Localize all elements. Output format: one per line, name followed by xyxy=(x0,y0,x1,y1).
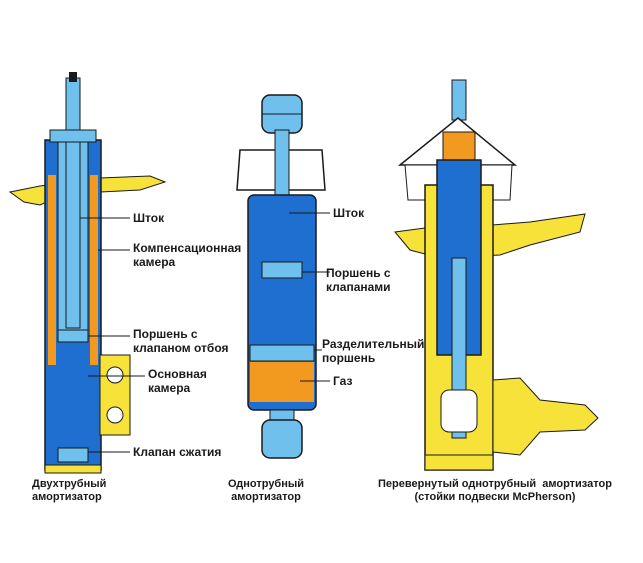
inverted-mono-tube-shock xyxy=(394,79,599,471)
label-separating-piston: Разделительный поршень xyxy=(322,337,425,365)
label-main-chamber: Основная камера xyxy=(148,367,207,395)
label-piston-valves: Поршень с клапанами xyxy=(326,266,391,294)
label-compensation-chamber: Компенсационная камера xyxy=(133,241,242,269)
caption-twin-tube: Двухтрубный амортизатор xyxy=(32,478,107,503)
caption-inverted: Перевернутый однотрубный амортизатор (ст… xyxy=(378,478,612,503)
label-piston-rebound: Поршень с клапаном отбоя xyxy=(133,327,229,355)
label-shtok-mid: Шток xyxy=(333,206,365,220)
label-compression-valve: Клапан сжатия xyxy=(133,445,222,459)
label-gas: Газ xyxy=(333,374,353,388)
caption-mono-tube: Однотрубный амортизатор xyxy=(228,478,305,503)
mono-tube-shock xyxy=(236,94,330,459)
label-shtok-left: Шток xyxy=(133,211,165,225)
twin-tube-shock xyxy=(8,72,167,474)
